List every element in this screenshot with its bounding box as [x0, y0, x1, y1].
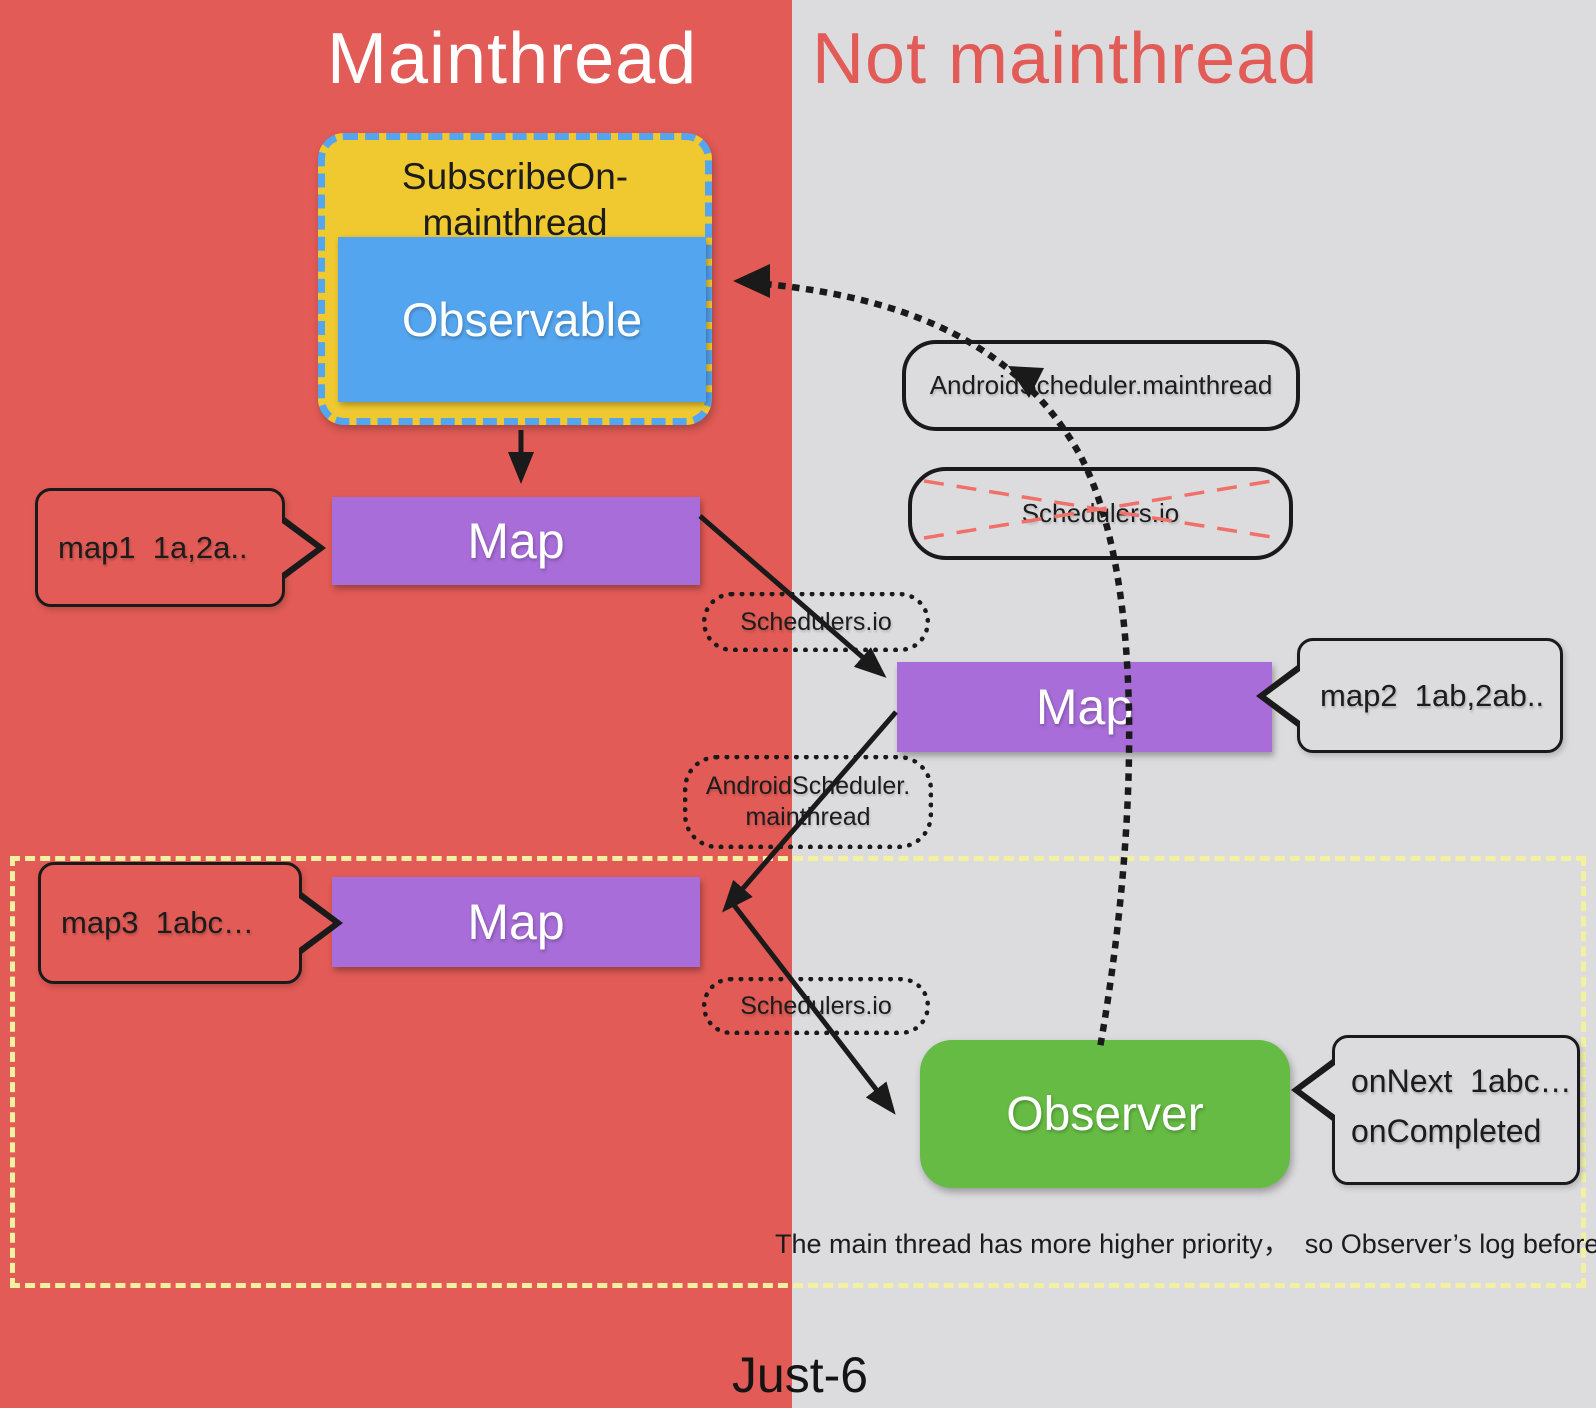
schedulers-io-crossed-text: Schedulers.io [1021, 498, 1180, 528]
android-scheduler-mainthread-text: AndroidScheduler.mainthread [929, 370, 1273, 400]
observer-callout-line2: onCompleted [1351, 1113, 1542, 1149]
map3-label: Map [467, 894, 565, 950]
map2-node: Map [897, 662, 1272, 752]
subscribe-on-label-line2: mainthread [422, 202, 608, 243]
map1-callout: map1 1a,2a.. [35, 488, 326, 607]
priority-note: The main thread has more higher priority… [775, 1229, 1596, 1259]
map3-callout-text: map3 1abc… [61, 905, 254, 940]
observer-label: Observer [1006, 1087, 1204, 1141]
subscribe-on-label-line1: SubscribeOn- [401, 156, 629, 197]
observable-label: Observable [401, 293, 643, 346]
map3-callout: map3 1abc… [38, 862, 343, 984]
map1-callout-text: map1 1a,2a.. [58, 529, 248, 565]
slide-footer: Just-6 [731, 1347, 869, 1403]
schedulers-io-pill-bottom-text: Schedulers.io [740, 991, 892, 1020]
map1-label: Map [467, 513, 565, 569]
schedulers-io-pill-bottom: Schedulers.io [702, 977, 930, 1035]
android-scheduler-pill-line2: mainthread [745, 803, 871, 831]
android-scheduler-mainthread-box: AndroidScheduler.mainthread [902, 340, 1300, 431]
schedulers-io-pill-top: Schedulers.io [702, 592, 930, 652]
observer-node: Observer [920, 1040, 1290, 1188]
android-scheduler-pill-line1: AndroidScheduler. [705, 772, 911, 800]
observer-callout: onNext 1abc… onCompleted [1291, 1035, 1580, 1185]
observable-node: Observable [338, 237, 706, 402]
subscribe-on-label: SubscribeOn- mainthread [325, 154, 705, 246]
map1-node: Map [332, 497, 700, 585]
schedulers-io-pill-top-text: Schedulers.io [740, 607, 892, 636]
map2-callout: map2 1ab,2ab.. [1256, 638, 1563, 753]
not-mainthread-title: Not mainthread [812, 19, 1319, 99]
mainthread-title: Mainthread [327, 19, 698, 99]
schedulers-io-crossed-box: Schedulers.io [908, 467, 1293, 560]
observer-callout-line1: onNext 1abc… [1351, 1063, 1572, 1099]
map2-callout-text: map2 1ab,2ab.. [1320, 677, 1545, 713]
map2-label: Map [1035, 679, 1134, 735]
subscribe-on-mainthread-box: SubscribeOn- mainthread Observable [318, 133, 712, 425]
map3-node: Map [332, 877, 700, 967]
android-scheduler-pill: AndroidScheduler. mainthread [683, 755, 933, 849]
